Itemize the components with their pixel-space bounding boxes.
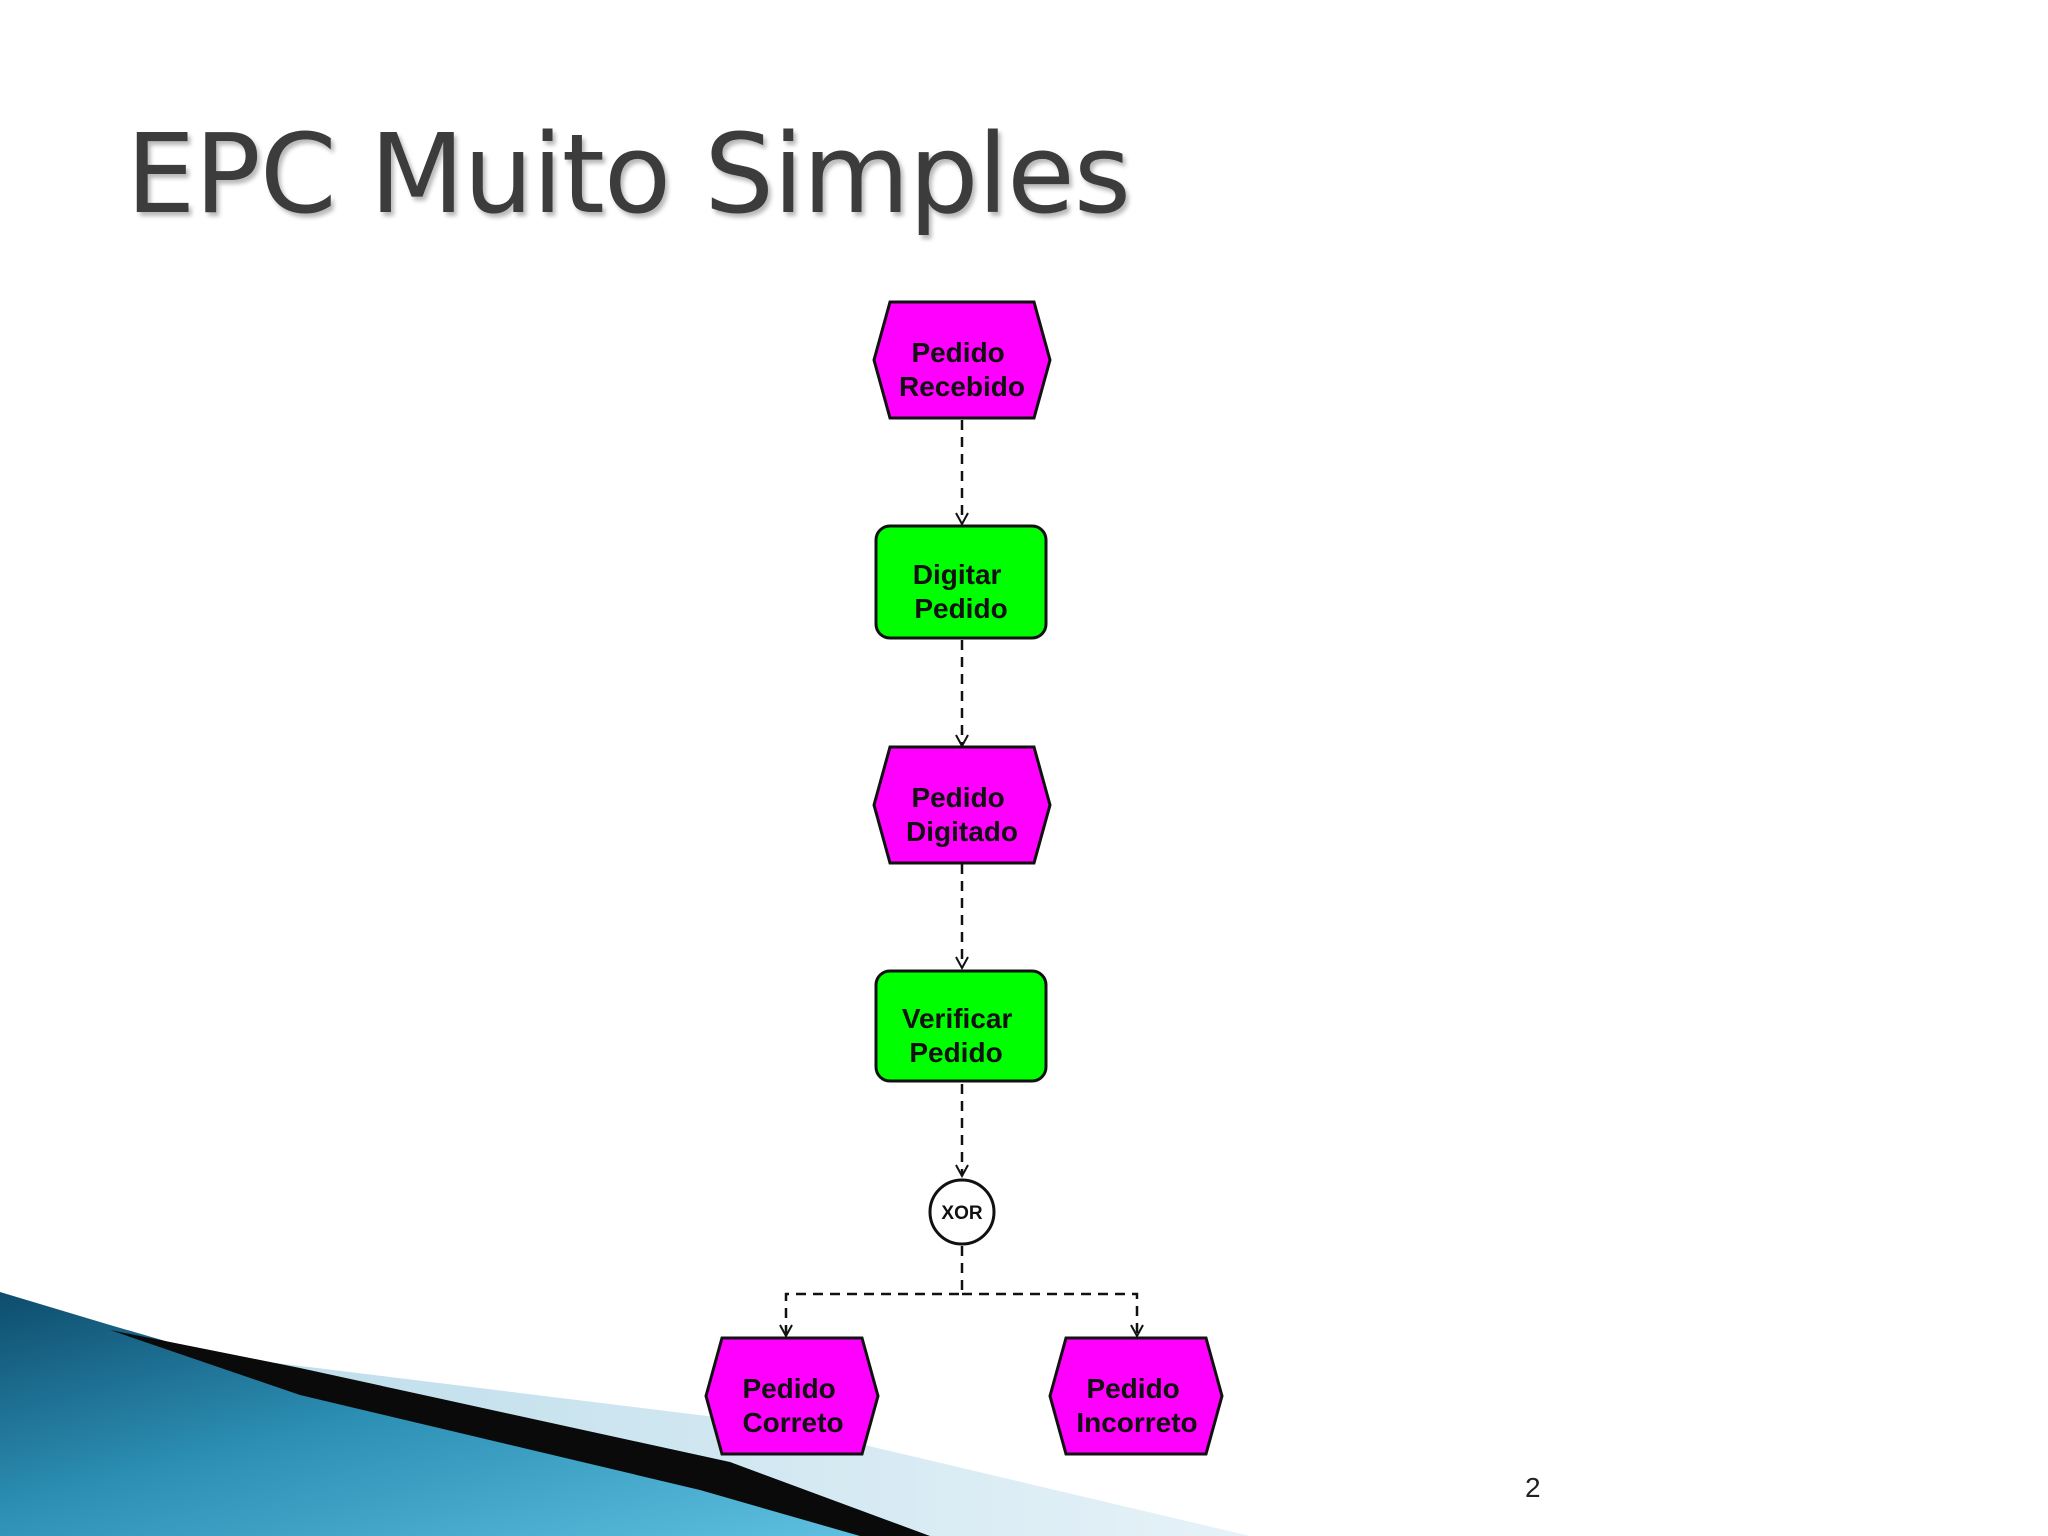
function-node-digitar-pedido[interactable]: Digitar Pedido xyxy=(874,524,1048,640)
function-box xyxy=(874,524,1048,640)
xor-connector[interactable]: XOR xyxy=(928,1178,996,1246)
event-label: Pedido Recebido xyxy=(899,337,1025,402)
edge-n5-n7 xyxy=(962,1292,1137,1336)
event-label: Pedido Incorreto xyxy=(1076,1373,1197,1438)
event-node-pedido-recebido[interactable]: Pedido Recebido xyxy=(872,300,1052,420)
event-node-pedido-correto[interactable]: Pedido Correto xyxy=(704,1336,880,1456)
event-hexagon xyxy=(704,1336,880,1456)
swoosh-dark xyxy=(110,1330,930,1536)
edge-n5-n6 xyxy=(786,1246,964,1336)
event-hexagon xyxy=(1048,1336,1224,1456)
event-hexagon xyxy=(872,745,1052,865)
function-label: Verificar Pedido xyxy=(902,1003,1020,1068)
event-hexagon xyxy=(872,300,1052,420)
xor-circle xyxy=(928,1178,996,1246)
edges xyxy=(786,420,1137,1336)
xor-label: XOR xyxy=(941,1203,982,1224)
page-number: 2 xyxy=(1525,1472,1541,1503)
event-label: Pedido Digitado xyxy=(906,782,1018,847)
event-node-pedido-incorreto[interactable]: Pedido Incorreto xyxy=(1048,1336,1224,1456)
function-label: Digitar Pedido xyxy=(913,559,1009,624)
event-label: Pedido Correto xyxy=(742,1373,843,1438)
event-node-pedido-digitado[interactable]: Pedido Digitado xyxy=(872,745,1052,865)
function-node-verificar-pedido[interactable]: Verificar Pedido xyxy=(874,969,1048,1083)
function-box xyxy=(874,969,1048,1083)
slide-title: EPC Muito Simples xyxy=(126,110,1131,238)
